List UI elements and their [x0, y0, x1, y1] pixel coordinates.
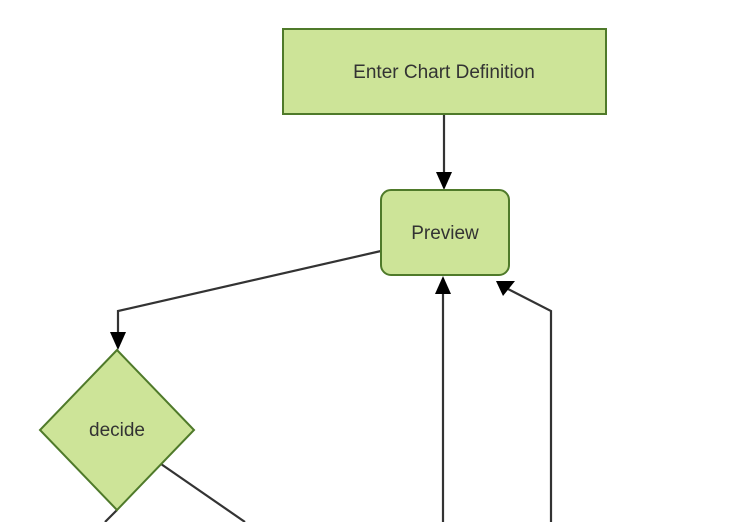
- arrowhead-icon: [496, 281, 515, 296]
- node-shape-diamond[interactable]: [38, 348, 196, 512]
- edge-line: [160, 463, 246, 522]
- node-preview[interactable]: Preview: [380, 189, 510, 276]
- arrowhead-icon: [435, 276, 451, 294]
- node-shape-rounded-rectangle[interactable]: [380, 189, 510, 276]
- node-shape-rectangle[interactable]: [282, 28, 607, 115]
- edge-line: [507, 288, 553, 522]
- edge-line: [116, 249, 382, 341]
- edge-bottom-center-to-preview: [435, 276, 451, 522]
- arrowhead-icon: [436, 172, 452, 190]
- node-label-preview: Preview: [411, 223, 479, 244]
- node-decide[interactable]: decide: [38, 348, 196, 512]
- edge-preview-to-decide: [110, 249, 382, 350]
- node-label-enter-chart-definition: Enter Chart Definition: [353, 62, 535, 83]
- edge-enter-to-preview: [436, 114, 452, 190]
- edge-decide-down-left: [104, 509, 118, 522]
- edge-line: [104, 509, 118, 522]
- node-label-decide: decide: [89, 420, 145, 441]
- node-enter-chart-definition[interactable]: Enter Chart Definition: [282, 28, 607, 115]
- arrowhead-icon: [110, 332, 126, 350]
- edge-bottom-right-to-preview: [496, 281, 553, 522]
- edge-decide-down-right: [160, 463, 246, 522]
